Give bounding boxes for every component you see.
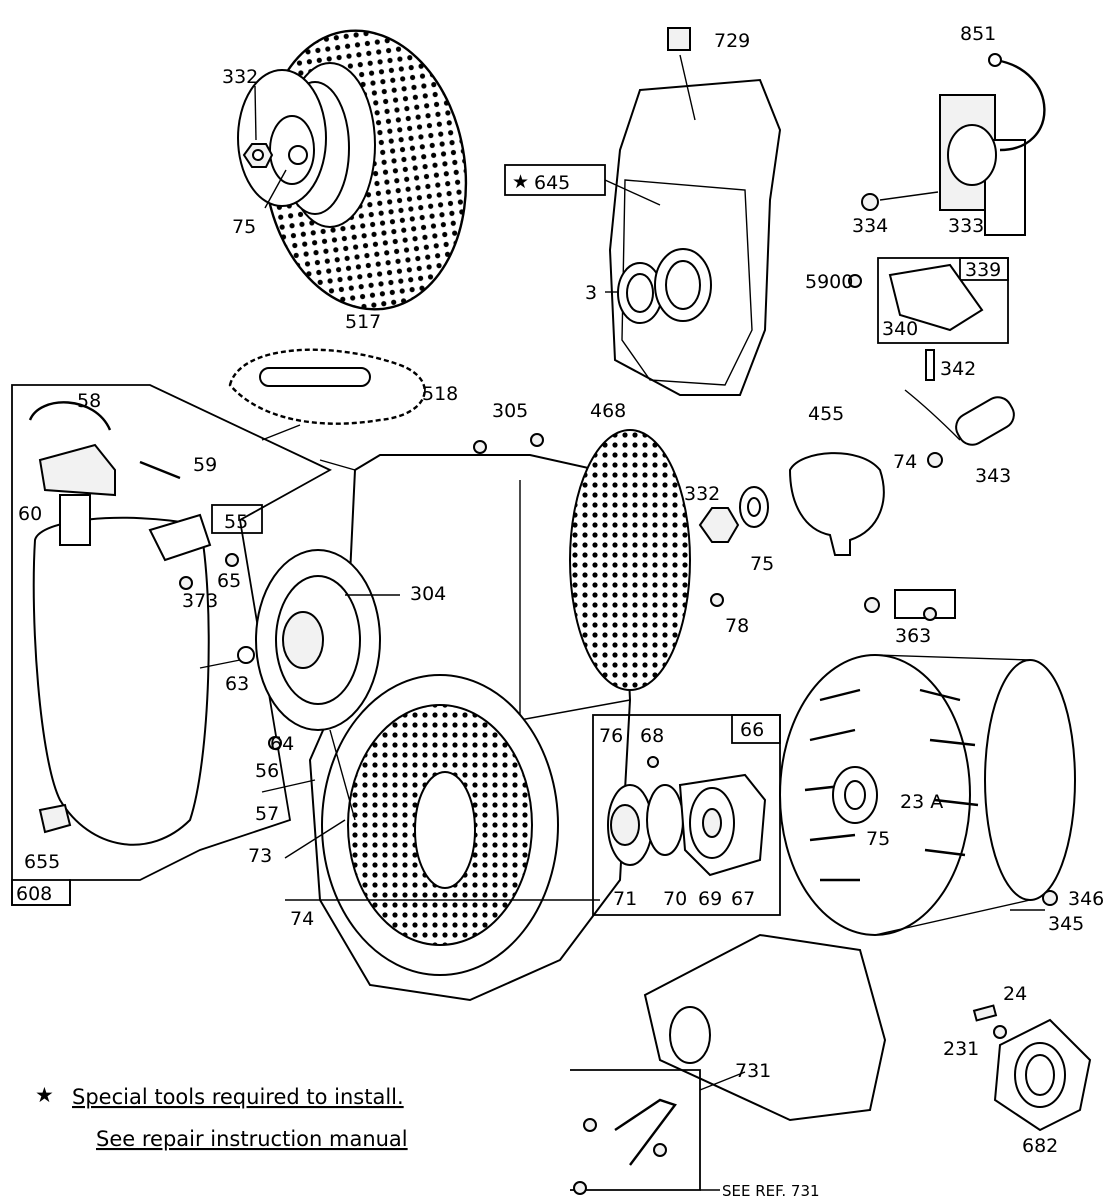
label-339: 339 <box>965 259 1001 281</box>
label-851: 851 <box>960 23 996 45</box>
label-66: 66 <box>740 719 764 741</box>
label-304: 304 <box>410 583 446 605</box>
label-468: 468 <box>590 400 626 422</box>
rotating-screen-517 <box>237 29 468 311</box>
label-346: 346 <box>1068 888 1104 910</box>
star-symbol: ★ <box>512 171 529 193</box>
label-64: 64 <box>270 733 294 755</box>
label-70: 70 <box>663 888 687 910</box>
label-340: 340 <box>882 318 918 340</box>
see-ref-731: SEE REF. 731 <box>722 1182 820 1200</box>
label-76: 76 <box>599 725 623 747</box>
label-518: 518 <box>422 383 458 405</box>
footnote-star: ★ <box>35 1083 54 1107</box>
label-645: 645 <box>534 172 570 194</box>
label-332-mid: 332 <box>684 483 720 505</box>
label-69: 69 <box>698 888 722 910</box>
label-3: 3 <box>585 282 597 304</box>
flywheel-23a <box>779 654 1076 1022</box>
label-731: 731 <box>735 1060 771 1082</box>
label-55: 55 <box>224 511 248 533</box>
label-74-right: 74 <box>893 451 917 473</box>
label-73: 73 <box>248 845 272 867</box>
label-78: 78 <box>725 615 749 637</box>
label-74-left: 74 <box>290 908 314 930</box>
label-334: 334 <box>852 215 888 237</box>
footnote-repair-manual: See repair instruction manual <box>96 1127 408 1151</box>
label-608: 608 <box>16 883 52 905</box>
nut-washer-455 <box>698 452 885 607</box>
label-56: 56 <box>255 760 279 782</box>
label-71: 71 <box>613 888 637 910</box>
crankcase-cover-645 <box>604 27 782 396</box>
leader-lines <box>199 459 1045 1191</box>
starter-clutch-66 <box>592 714 781 916</box>
label-57: 57 <box>255 803 279 825</box>
label-332-top: 332 <box>222 66 258 88</box>
label-231: 231 <box>943 1038 979 1060</box>
breaker-assembly-339 <box>848 257 1009 381</box>
label-68: 68 <box>640 725 664 747</box>
label-373: 373 <box>182 590 218 612</box>
label-343: 343 <box>975 465 1011 487</box>
label-363: 363 <box>895 625 931 647</box>
rewind-starter-608 <box>11 384 381 906</box>
label-24: 24 <box>1003 983 1027 1005</box>
label-60: 60 <box>18 503 42 525</box>
label-75-top: 75 <box>232 216 256 238</box>
label-75-mid: 75 <box>750 553 774 575</box>
label-65: 65 <box>217 570 241 592</box>
shield-731 <box>570 933 887 1195</box>
screen-468 <box>569 429 691 691</box>
armature-333 <box>861 53 1046 236</box>
label-655: 655 <box>24 851 60 873</box>
label-58: 58 <box>77 390 101 412</box>
footnote-special-tools: Special tools required to install. <box>72 1085 404 1109</box>
ignition-wire-518 <box>228 348 426 441</box>
label-305: 305 <box>492 400 528 422</box>
label-23a: 23 A <box>900 791 943 813</box>
blower-housing <box>308 433 632 1002</box>
label-345: 345 <box>1048 913 1084 935</box>
label-729: 729 <box>714 30 750 52</box>
bearing-plate-682 <box>993 1018 1092 1132</box>
label-682: 682 <box>1022 1135 1058 1157</box>
label-59: 59 <box>193 454 217 476</box>
label-5900: 5900 <box>805 271 853 293</box>
callout-645: ★ 645 <box>504 164 606 196</box>
label-333: 333 <box>948 215 984 237</box>
terminal-363 <box>864 589 956 621</box>
label-455: 455 <box>808 403 844 425</box>
label-517: 517 <box>345 311 381 333</box>
label-67: 67 <box>731 888 755 910</box>
label-75-low: 75 <box>866 828 890 850</box>
label-63: 63 <box>225 673 249 695</box>
condenser-343 <box>904 389 1015 468</box>
label-342: 342 <box>940 358 976 380</box>
